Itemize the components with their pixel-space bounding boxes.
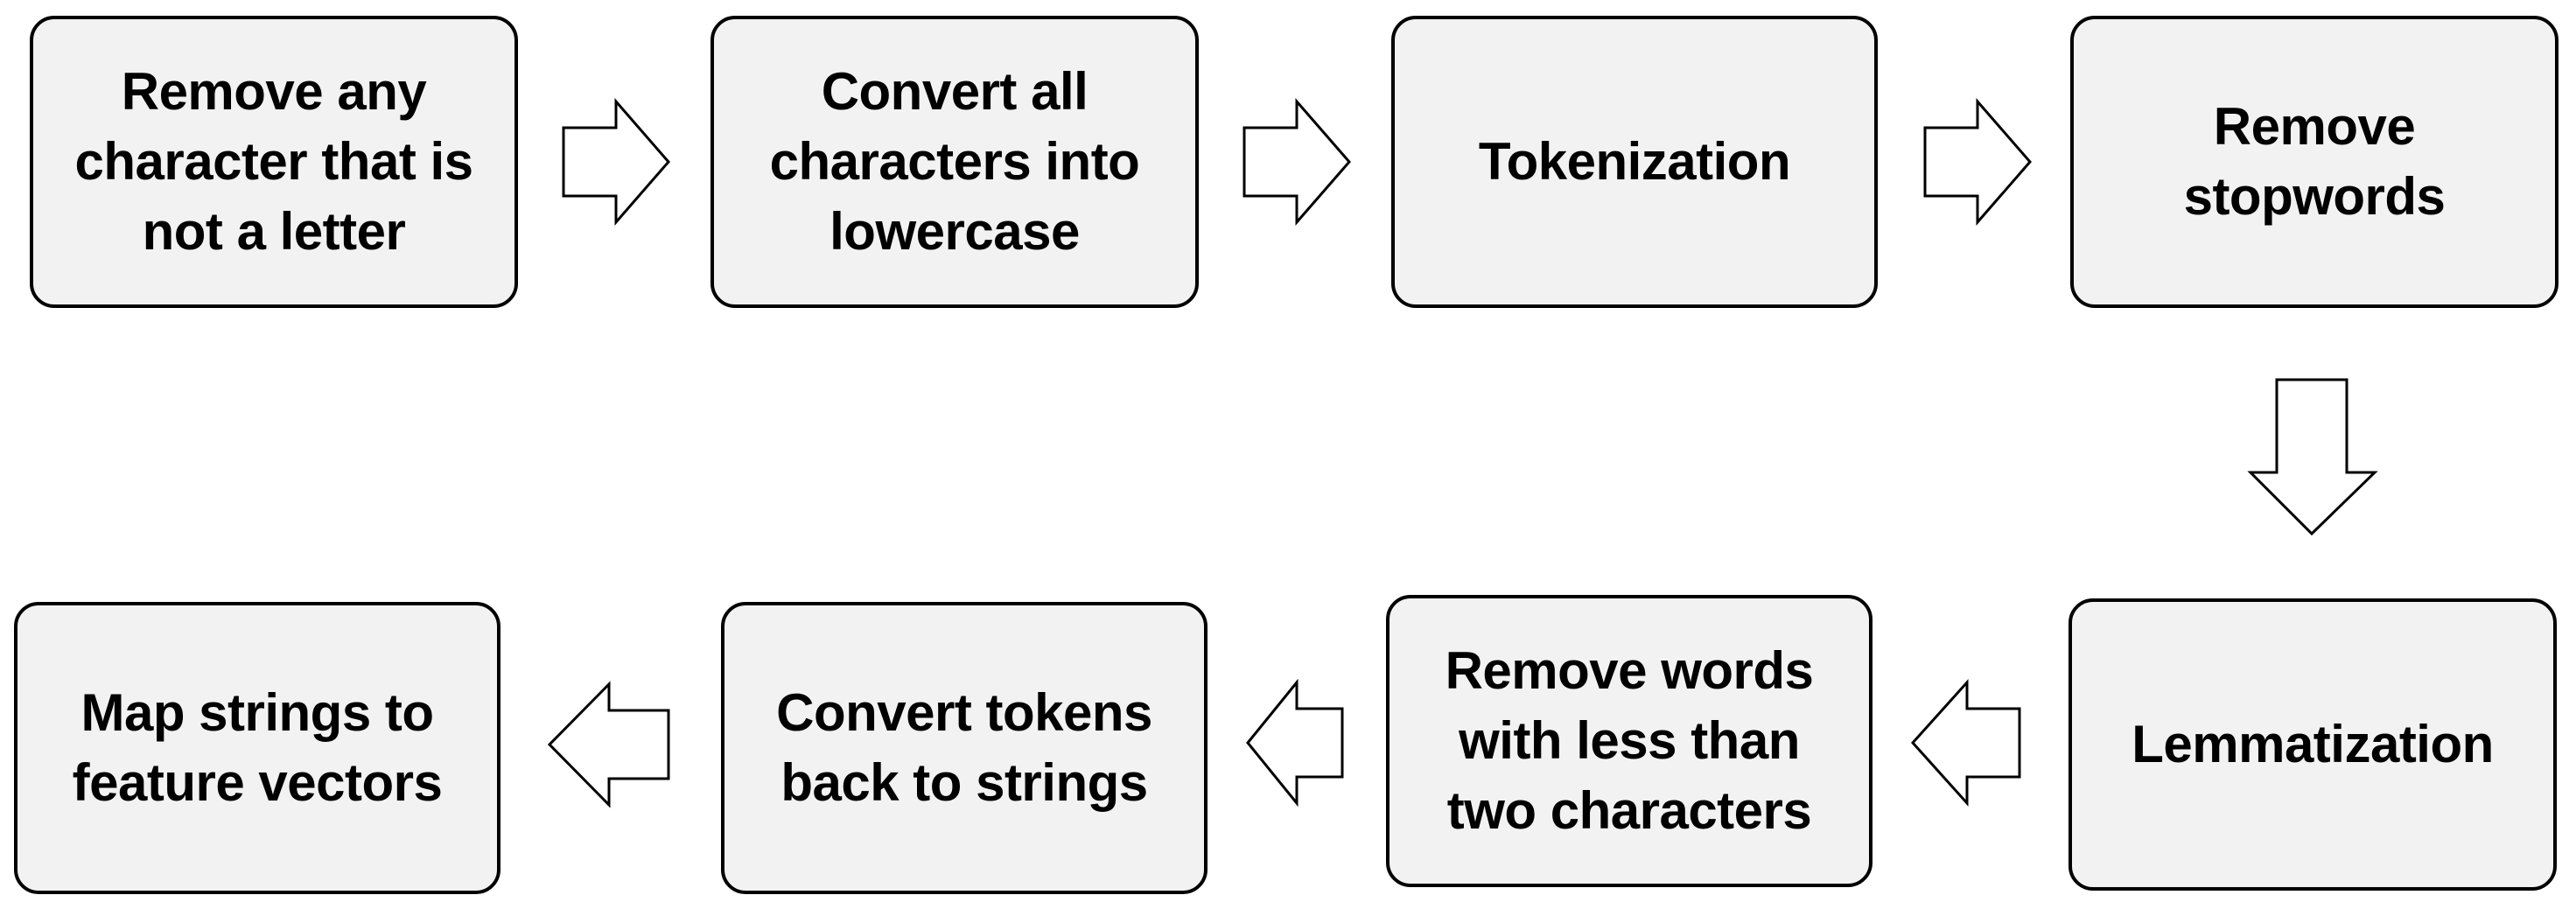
- step-map-to-feature-vectors-label: Map strings to feature vectors: [72, 683, 443, 812]
- step-tokens-to-strings-label: Convert tokens back to strings: [776, 683, 1152, 812]
- step-lowercase-label: Convert all characters into lowercase: [769, 62, 1140, 261]
- step-remove-non-letters-label: Remove any character that is not a lette…: [74, 62, 473, 261]
- arrow-left-icon: [547, 681, 670, 808]
- step-tokenization: Tokenization: [1391, 16, 1878, 308]
- step-remove-stopwords-label: Remove stopwords: [2183, 97, 2446, 226]
- arrow-right-icon: [1923, 97, 2032, 227]
- step-remove-short-words: Remove words with less than two characte…: [1386, 595, 1872, 887]
- arrow-right-icon: [562, 97, 670, 227]
- step-remove-short-words-label: Remove words with less than two characte…: [1445, 641, 1814, 840]
- step-remove-stopwords: Remove stopwords: [2070, 16, 2558, 308]
- step-tokens-to-strings: Convert tokens back to strings: [721, 602, 1208, 894]
- arrow-left-icon: [1246, 678, 1344, 808]
- step-lemmatization: Lemmatization: [2068, 598, 2557, 891]
- step-remove-non-letters: Remove any character that is not a lette…: [30, 16, 518, 308]
- arrow-left-icon: [1910, 679, 2021, 807]
- step-tokenization-label: Tokenization: [1478, 132, 1791, 191]
- step-map-to-feature-vectors: Map strings to feature vectors: [14, 602, 500, 894]
- arrow-right-icon: [1242, 97, 1351, 227]
- step-lowercase: Convert all characters into lowercase: [710, 16, 1199, 308]
- arrow-down-icon: [2247, 378, 2378, 536]
- step-lemmatization-label: Lemmatization: [2132, 715, 2494, 773]
